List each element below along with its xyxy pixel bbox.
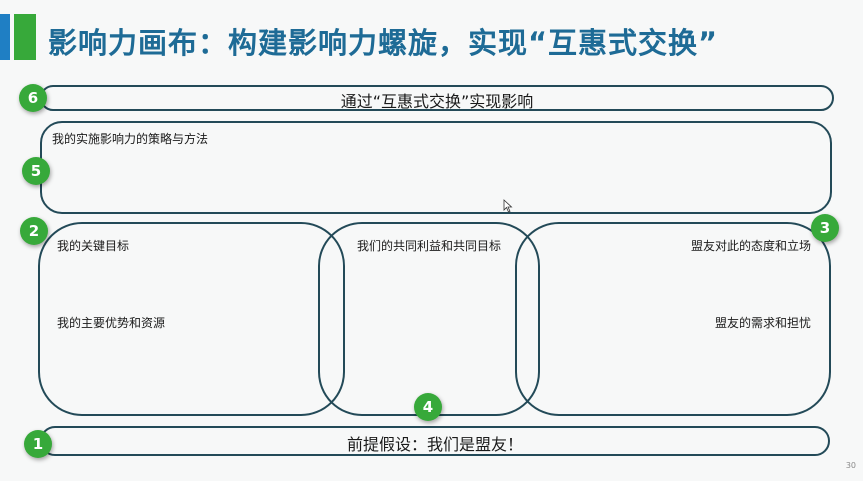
common-interests-label: 我们的共同利益和共同目标	[356, 239, 501, 253]
badge-2: 2	[20, 217, 48, 245]
frame-ally-position	[515, 222, 831, 416]
title-accent-green	[14, 14, 36, 60]
ally-stance-label: 盟友对此的态度和立场	[690, 239, 811, 253]
page-number: 30	[845, 461, 856, 470]
badge-5: 5	[22, 157, 50, 185]
strategy-label: 我的实施影响力的策略与方法	[52, 132, 209, 146]
frame-my-goals	[38, 222, 345, 416]
badge-4: 4	[414, 393, 442, 421]
row6-label: 通过“互惠式交换”实现影响	[340, 92, 534, 111]
ally-needs-label: 盟友的需求和担忧	[714, 316, 811, 330]
my-resources-label: 我的主要优势和资源	[57, 316, 166, 330]
slide-title: 影响力画布：构建影响力螺旋，实现“互惠式交换”	[48, 26, 719, 60]
badge-1: 1	[24, 430, 52, 458]
mouse-pointer-icon	[503, 199, 513, 213]
title-accent-blue	[0, 14, 10, 60]
my-goals-label: 我的关键目标	[57, 239, 130, 253]
badge-6: 6	[19, 84, 47, 112]
badge-3: 3	[811, 214, 839, 242]
premise-label: 前提假设：我们是盟友！	[346, 435, 523, 454]
